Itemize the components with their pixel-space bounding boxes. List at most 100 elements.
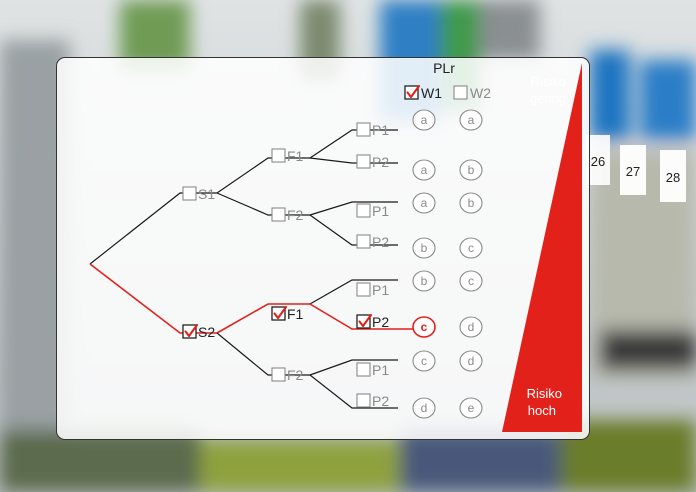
f2-upper-label: F2 xyxy=(287,207,304,223)
node-p2-1[interactable]: P2 xyxy=(356,154,389,170)
p2-1-checkbox[interactable] xyxy=(356,154,371,169)
svg-text:27: 27 xyxy=(626,164,640,179)
s2-checkbox[interactable] xyxy=(182,324,197,339)
result-circle-w1-4 xyxy=(412,237,436,259)
result-label-w2-6: d xyxy=(468,320,475,334)
edge-f1-p2-1 xyxy=(309,157,398,164)
risk-triangle xyxy=(502,63,582,432)
result-circle-w2-6 xyxy=(459,316,483,338)
diagram-panel xyxy=(56,57,590,440)
result-circle-w2-4 xyxy=(459,237,483,259)
p1-1-checkbox[interactable] xyxy=(356,122,371,137)
w1-checkbox[interactable] xyxy=(404,85,419,100)
p1-2-label: P1 xyxy=(372,203,389,219)
result-label-w2-1: a xyxy=(468,113,475,127)
node-p1-1[interactable]: P1 xyxy=(356,122,389,138)
result-label-w1-5: b xyxy=(421,274,428,288)
p2-2-label: P2 xyxy=(372,234,389,250)
f2-lower-checkbox[interactable] xyxy=(271,367,286,382)
result-circle-w1-6 xyxy=(412,316,436,338)
plr-heading: PLr xyxy=(433,60,455,76)
result-circle-w2-3 xyxy=(459,192,483,214)
node-p2-3[interactable]: P2 xyxy=(356,313,389,330)
result-label-w1-3: a xyxy=(421,196,428,210)
s2-label: S2 xyxy=(198,324,215,340)
node-p2-4[interactable]: P2 xyxy=(356,393,389,409)
edge-f2-p2-2 xyxy=(309,214,398,246)
edge-s1-f1 xyxy=(216,157,310,194)
result-label-w2-5: c xyxy=(468,274,474,288)
w2-checkbox[interactable] xyxy=(453,85,468,100)
result-label-w1-4: b xyxy=(421,241,428,255)
node-p1-3[interactable]: P1 xyxy=(356,282,389,298)
node-p1-2[interactable]: P1 xyxy=(356,203,389,219)
f2-upper-checkbox[interactable] xyxy=(271,207,286,222)
result-circle-w2-1 xyxy=(459,109,483,131)
result-circle-w1-8 xyxy=(412,397,436,419)
p2-3-check-icon xyxy=(358,313,373,328)
risk-low-line1: Risiko xyxy=(531,74,566,89)
node-s1[interactable]: S1 xyxy=(182,186,215,202)
edge-s2-f1 xyxy=(216,303,310,334)
edge-f2-p1-2 xyxy=(309,201,398,216)
result-circle-w1-1 xyxy=(412,109,436,131)
f1-lower-checkbox[interactable] xyxy=(271,306,286,321)
result-label-w2-8: e xyxy=(468,401,475,415)
result-label-w1-2: a xyxy=(421,163,428,177)
node-f2-lower[interactable]: F2 xyxy=(271,367,304,383)
node-f1-upper[interactable]: F1 xyxy=(271,148,304,164)
weight-w1[interactable]: W1 xyxy=(404,84,442,101)
svg-text:28: 28 xyxy=(666,170,680,185)
p1-4-checkbox[interactable] xyxy=(356,362,371,377)
w1-check-icon xyxy=(406,84,421,99)
node-f2-upper[interactable]: F2 xyxy=(271,207,304,223)
edge-root-s1 xyxy=(89,192,217,265)
f1-upper-label: F1 xyxy=(287,148,304,164)
edge-f2-p1-4 xyxy=(309,359,398,376)
edge-s2-f2 xyxy=(216,332,310,376)
p2-4-label: P2 xyxy=(372,393,389,409)
node-s2[interactable]: S2 xyxy=(182,323,215,340)
p2-1-label: P2 xyxy=(372,154,389,170)
p1-1-label: P1 xyxy=(372,122,389,138)
result-circle-w1-7 xyxy=(412,350,436,372)
f2-lower-label: F2 xyxy=(287,367,304,383)
result-circle-w1-3 xyxy=(412,192,436,214)
f1-lower-label: F1 xyxy=(287,306,304,322)
p2-3-label: P2 xyxy=(372,314,389,330)
risk-high-line2: hoch xyxy=(528,403,556,418)
result-label-w1-1: a xyxy=(421,113,428,127)
svg-text:26: 26 xyxy=(591,154,605,169)
w1-label: W1 xyxy=(421,85,442,101)
result-label-w1-6: c xyxy=(421,320,428,334)
node-f1-lower[interactable]: F1 xyxy=(271,305,304,322)
s1-checkbox[interactable] xyxy=(182,186,197,201)
weight-w2[interactable]: W2 xyxy=(453,85,491,101)
result-circle-w1-5 xyxy=(412,270,436,292)
p1-2-checkbox[interactable] xyxy=(356,203,371,218)
edge-f1-p1-1 xyxy=(309,129,398,159)
result-circle-w2-2 xyxy=(459,159,483,181)
result-circle-w2-5 xyxy=(459,270,483,292)
f1-lower-check-icon xyxy=(273,305,288,320)
p1-3-checkbox[interactable] xyxy=(356,282,371,297)
edge-f1-p1-3 xyxy=(309,279,398,305)
p2-4-checkbox[interactable] xyxy=(356,393,371,408)
s2-check-icon xyxy=(184,323,199,338)
f1-upper-checkbox[interactable] xyxy=(271,148,286,163)
p2-3-checkbox[interactable] xyxy=(356,314,371,329)
s1-label: S1 xyxy=(198,186,215,202)
edge-f2-p2-4 xyxy=(309,374,398,409)
node-p2-2[interactable]: P2 xyxy=(356,234,389,250)
p2-2-checkbox[interactable] xyxy=(356,234,371,249)
node-p1-4[interactable]: P1 xyxy=(356,362,389,378)
risk-low-line2: gering xyxy=(530,91,566,106)
edge-root-s2 xyxy=(89,263,217,334)
risk-high-line1: Risiko xyxy=(527,386,562,401)
result-label-w1-7: c xyxy=(421,354,427,368)
result-label-w1-8: d xyxy=(421,401,428,415)
p1-3-label: P1 xyxy=(372,282,389,298)
p1-4-label: P1 xyxy=(372,362,389,378)
w2-label: W2 xyxy=(470,85,491,101)
